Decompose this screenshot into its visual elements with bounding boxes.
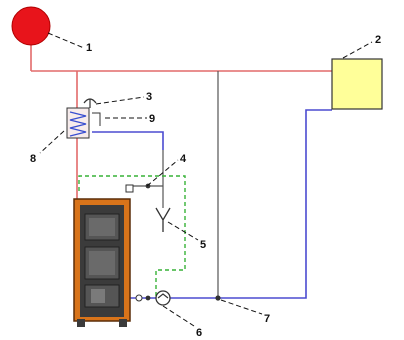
radiator	[331, 58, 383, 110]
label-valve: 3	[146, 91, 152, 103]
label-sensor: 9	[149, 113, 155, 125]
valve	[83, 98, 97, 108]
label-heat-exchanger: 8	[30, 153, 36, 165]
label-radiator: 2	[375, 34, 381, 46]
heat-exchanger	[66, 107, 90, 139]
safety-loop	[78, 175, 186, 297]
expansion-vessel	[11, 6, 51, 46]
neutral-pipes	[128, 71, 219, 298]
sensor-line	[92, 112, 101, 126]
label-relief-valve: 4	[180, 153, 187, 165]
label-expansion-vessel: 1	[86, 42, 92, 54]
relief-valve	[125, 183, 151, 193]
pump	[135, 290, 171, 306]
label-pump: 6	[196, 327, 202, 339]
return-valve	[215, 295, 221, 301]
return-pipe-exchanger	[92, 131, 164, 150]
label-drain-funnel: 5	[200, 239, 206, 251]
drain-funnel	[155, 207, 171, 232]
label-return-valve: 7	[264, 313, 270, 325]
leader-lines	[39, 32, 373, 327]
boiler	[73, 198, 131, 327]
